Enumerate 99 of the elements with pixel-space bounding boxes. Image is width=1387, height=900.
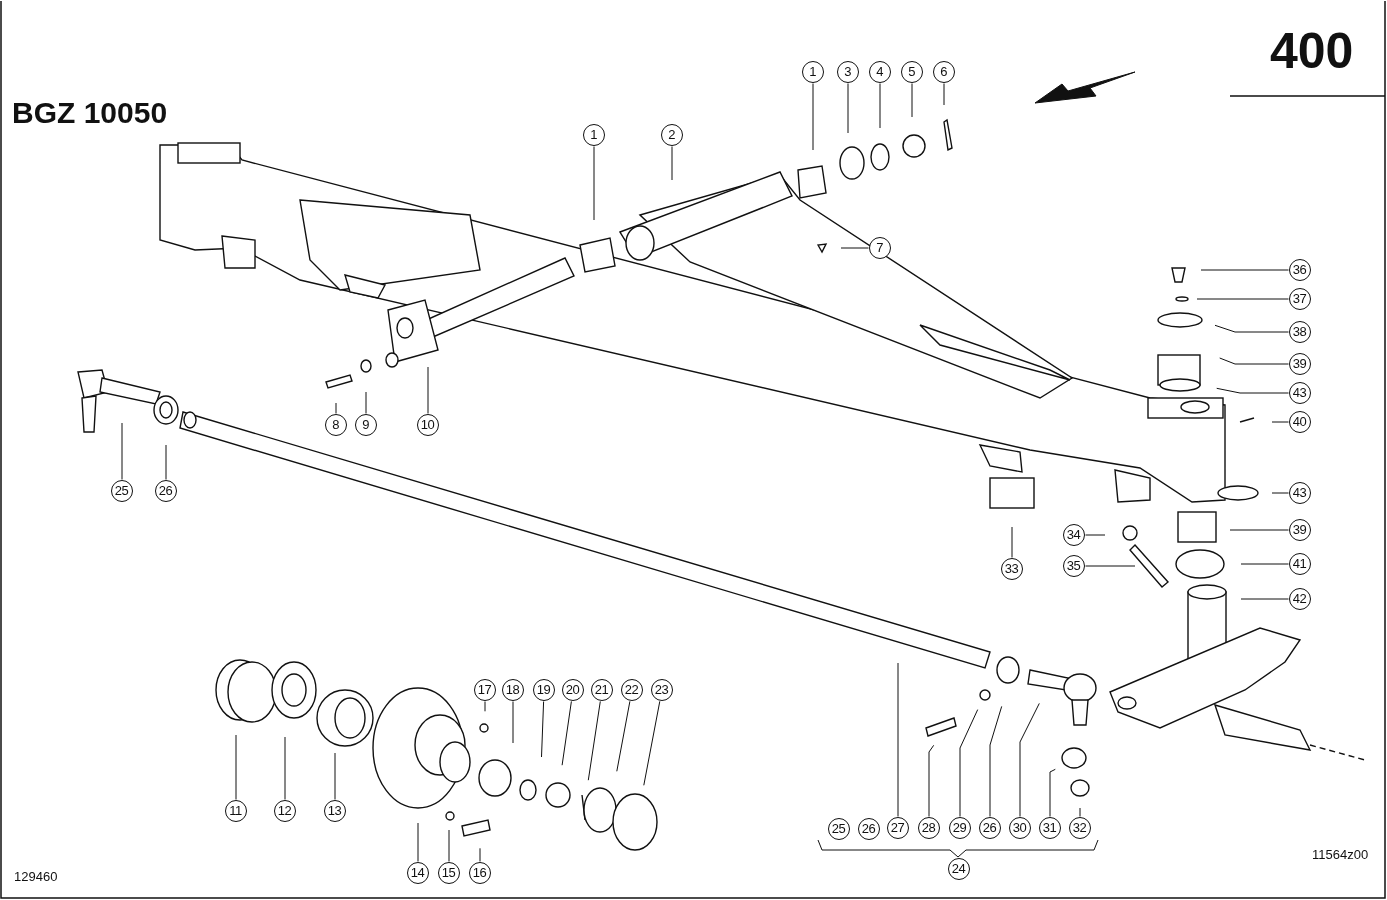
callout-number: 21 (590, 678, 613, 701)
callout-number: 39 (1288, 352, 1311, 375)
leader-line (840, 247, 869, 249)
callout-number: 39 (1288, 518, 1311, 541)
callout-number: 29 (948, 816, 971, 839)
leader-line (165, 444, 167, 480)
leader-line (417, 822, 419, 862)
leader-line (1240, 563, 1289, 565)
callout-number: 12 (273, 799, 296, 822)
leader-line (643, 700, 661, 786)
leader-line (928, 744, 935, 817)
callout-number: 26 (978, 816, 1001, 839)
callout-number: 37 (1288, 287, 1311, 310)
big-number: 400 (1270, 22, 1354, 80)
callout-number: 42 (1288, 587, 1311, 610)
leader-line (1196, 298, 1289, 300)
callout-number: 25 (110, 479, 133, 502)
leader-line (1079, 807, 1081, 817)
leader-line (943, 83, 945, 106)
leader-line (1019, 702, 1040, 817)
leader-line (959, 709, 979, 817)
leader-line (847, 83, 849, 134)
callout-number: 36 (1288, 258, 1311, 281)
callout-number: 11 (224, 799, 247, 822)
callout-number: 40 (1288, 410, 1311, 433)
callout-number: 15 (437, 861, 460, 884)
leader-line (1216, 387, 1289, 394)
leader-line (334, 752, 336, 800)
leader-line (1229, 529, 1289, 531)
leader-line (812, 83, 814, 151)
callout-number: 10 (416, 413, 439, 436)
callout-number: 35 (1062, 554, 1085, 577)
leader-line (484, 701, 486, 712)
leader-line (235, 734, 237, 800)
leader-line (671, 146, 673, 181)
leader-line (897, 662, 899, 817)
callout-number: 20 (561, 678, 584, 701)
leader-line (1271, 421, 1289, 423)
callout-number: 1 (582, 123, 605, 146)
drawing-number: 129460 (14, 869, 58, 884)
leader-line (284, 736, 286, 800)
callout-number: 25 (827, 817, 850, 840)
leader-line (879, 83, 881, 129)
leader-line (121, 422, 123, 480)
callout-number: 26 (857, 817, 880, 840)
callout-number: 7 (868, 236, 891, 259)
callout-number: 43 (1288, 481, 1311, 504)
leader-line (1049, 768, 1056, 817)
leader-line (1085, 534, 1106, 536)
callout-number: 34 (1062, 523, 1085, 546)
callout-number: 22 (620, 678, 643, 701)
callout-number: 30 (1008, 816, 1031, 839)
leader-line (512, 701, 514, 744)
leader-line (448, 829, 450, 862)
callout-number: 23 (650, 678, 673, 701)
leader-line (1219, 357, 1289, 365)
callout-number: 4 (868, 60, 891, 83)
callout-number: 41 (1288, 552, 1311, 575)
callout-number: 16 (468, 861, 491, 884)
leader-line (1240, 598, 1289, 600)
leader-line (593, 146, 595, 221)
callout-number: 9 (354, 413, 377, 436)
callout-number: 5 (900, 60, 923, 83)
callout-number: 24 (947, 857, 970, 880)
callout-number: 18 (501, 678, 524, 701)
callout-number: 6 (932, 60, 955, 83)
callout-number: 3 (836, 60, 859, 83)
callout-number: 38 (1288, 320, 1311, 343)
callout-number: 19 (532, 678, 555, 701)
leader-line (335, 402, 337, 414)
callout-number: 31 (1038, 816, 1061, 839)
drawing-number: 11564z00 (1312, 847, 1369, 862)
leader-line (479, 847, 481, 862)
callout-number: 17 (473, 678, 496, 701)
leader-line (1085, 565, 1136, 567)
leader-line (1200, 269, 1289, 271)
callout-number: 28 (917, 816, 940, 839)
callout-number: 27 (886, 816, 909, 839)
callout-number: 1 (801, 60, 824, 83)
callout-number: 2 (660, 123, 683, 146)
leader-line (1271, 492, 1289, 494)
group-code: BGZ 10050 (12, 96, 168, 130)
callout-number: 33 (1000, 557, 1023, 580)
leader-line (911, 83, 913, 118)
leader-line (365, 391, 367, 414)
leader-line (616, 700, 631, 772)
callout-number: 13 (323, 799, 346, 822)
leader-line (1214, 324, 1289, 333)
callout-number: 43 (1288, 381, 1311, 404)
callout-number: 8 (324, 413, 347, 436)
leader-line (541, 701, 545, 758)
leader-line (1011, 526, 1013, 558)
callout-number: 14 (406, 861, 429, 884)
leader-line (989, 705, 1003, 817)
callout-number: 26 (154, 479, 177, 502)
callout-number: 32 (1068, 816, 1091, 839)
leader-line (561, 700, 572, 766)
leader-line (427, 366, 429, 414)
leader-line (587, 700, 601, 781)
